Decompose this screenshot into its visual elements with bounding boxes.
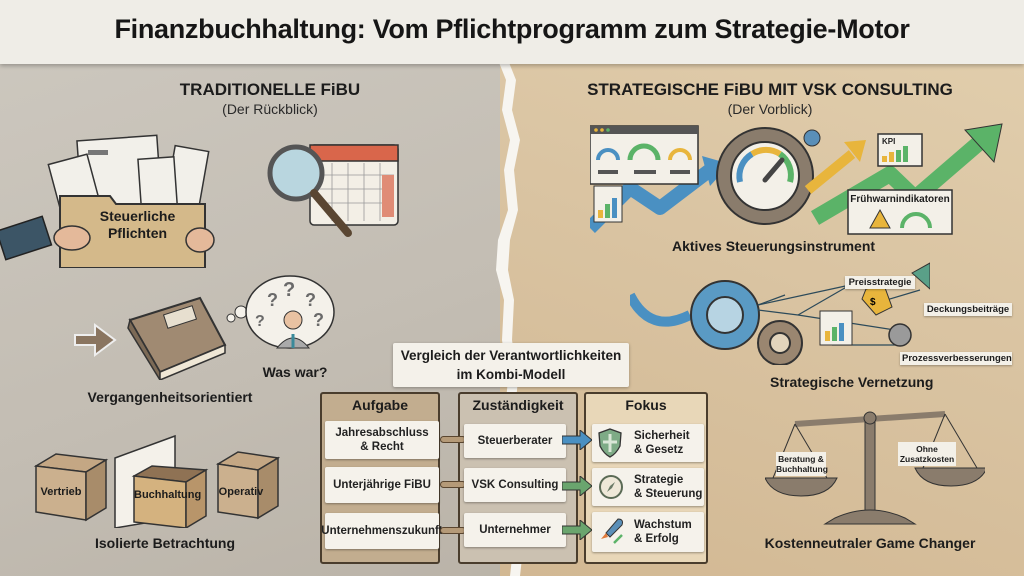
- traditional-heading: TRADITIONELLE FiBU: [179, 80, 361, 99]
- dashboard-label: Aktives Steuerungsinstrument: [672, 238, 876, 254]
- cell-text: & Gesetz: [634, 444, 684, 456]
- arrow-icon: [562, 476, 592, 496]
- table-row-2-fokus: Strategie & Steuerung: [592, 468, 704, 506]
- cell-text: & Erfolg: [634, 533, 679, 545]
- scale-left-pan: Beratung & Buchhaltung: [776, 452, 828, 476]
- svg-text:?: ?: [305, 290, 316, 310]
- book-label: Vergangenheitsorientiert: [87, 389, 253, 405]
- network-label: Strategische Vernetzung: [770, 374, 934, 390]
- scale-label: Kostenneutraler Game Changer: [764, 535, 976, 551]
- network-node-preisstrategie: Preisstrategie: [845, 276, 915, 289]
- shield-icon: [598, 428, 622, 458]
- strategic-subheading: (Der Vorblick): [727, 101, 813, 117]
- connector: [440, 436, 466, 443]
- table-row-1-fokus: Sicherheit & Gesetz: [592, 424, 704, 462]
- folder-label-line2: Pflichten: [107, 225, 168, 241]
- strategic-heading: STRATEGISCHE FiBU MIT VSK CONSULTING: [587, 80, 953, 99]
- header-aufgabe: Aufgabe: [352, 397, 408, 413]
- svg-text:?: ?: [313, 310, 324, 330]
- comparison-title: Vergleich der Verantwortlichkeiten im Ko…: [393, 343, 629, 387]
- confused-person-icon: ? ? ? ? ?: [225, 270, 335, 355]
- scale-left-pan-line1: Beratung &: [778, 454, 824, 464]
- cell-text: Sicherheit: [634, 430, 690, 442]
- folder-label-line1: Steuerliche: [99, 208, 176, 224]
- arrow-icon: [562, 520, 592, 540]
- title-banner: Finanzbuchhaltung: Vom Pflichtprogramm z…: [0, 0, 1024, 64]
- box-operativ: Operativ: [218, 486, 264, 498]
- header-fokus: Fokus: [625, 397, 667, 413]
- svg-text:$: $: [870, 297, 876, 308]
- traditional-subheading: (Der Rückblick): [222, 101, 318, 117]
- svg-text:?: ?: [283, 279, 295, 301]
- table-row-3-fokus: Wachstum & Erfolg: [592, 512, 704, 552]
- network-node-prozessverbesserungen: Prozessverbesserungen: [900, 352, 1012, 365]
- kpi-label: KPI: [882, 137, 895, 146]
- book-icon: [70, 290, 230, 380]
- compass-icon: [599, 475, 623, 499]
- isolated-boxes-icon: [30, 428, 280, 528]
- comparison-title-line1: Vergleich der Verantwortlichkeiten: [400, 348, 622, 363]
- table-row-1-aufgabe: Jahresabschluss & Recht: [325, 421, 439, 459]
- header-zustaendigkeit: Zuständigkeit: [472, 397, 564, 413]
- scale-right-pan: Ohne Zusatzkosten: [898, 442, 956, 466]
- early-warning-label: Frühwarnindikatoren: [850, 194, 950, 205]
- scale-left-pan-line2: Buchhaltung: [776, 464, 828, 474]
- dashboard-gear-illustration: KPI: [590, 118, 1010, 248]
- network-illustration: $: [630, 255, 930, 365]
- connector: [440, 481, 466, 488]
- comparison-title-line2: im Kombi-Modell: [456, 367, 566, 382]
- scale-right-pan-line2: Zusatzkosten: [899, 454, 955, 464]
- folder-icon: [0, 128, 220, 268]
- box-buchhaltung: Buchhaltung: [134, 489, 202, 501]
- cell-text: Jahresabschluss: [335, 427, 429, 439]
- network-node-deckungsbeitraege: Deckungsbeiträge: [924, 303, 1012, 316]
- table-row-3-zustaendigkeit: Unternehmer: [464, 513, 566, 547]
- table-row-1-zustaendigkeit: Steuerberater: [464, 424, 566, 458]
- thought-label: Was war?: [262, 364, 328, 380]
- table-row-2-aufgabe: Unterjährige FiBU: [325, 467, 439, 503]
- arrow-icon: [562, 430, 592, 450]
- magnifier-calendar-icon: [260, 135, 410, 245]
- svg-text:?: ?: [255, 313, 265, 330]
- folder-label: Steuerliche Pflichten: [70, 208, 205, 242]
- cell-text: Wachstum: [634, 519, 692, 531]
- svg-text:?: ?: [267, 290, 278, 310]
- cell-text: & Steuerung: [634, 488, 703, 500]
- boxes-label: Isolierte Betrachtung: [94, 535, 236, 551]
- cell-text: Strategie: [634, 474, 684, 486]
- rocket-icon: [601, 518, 623, 544]
- scale-right-pan-line1: Ohne: [916, 444, 938, 454]
- table-row-2-zustaendigkeit: VSK Consulting: [464, 468, 566, 502]
- cell-text: & Recht: [360, 441, 404, 453]
- page-title: Finanzbuchhaltung: Vom Pflichtprogramm z…: [114, 14, 910, 44]
- table-row-3-aufgabe: Unternehmenszukunft: [321, 513, 443, 549]
- box-vertrieb: Vertrieb: [40, 486, 82, 498]
- connector: [440, 527, 466, 534]
